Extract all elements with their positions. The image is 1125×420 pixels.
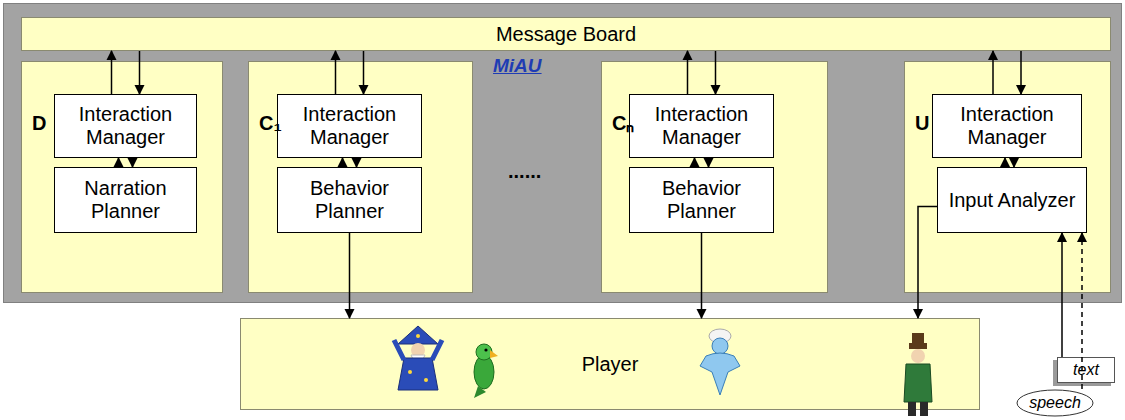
wizard-icon — [394, 326, 442, 390]
agent-box: UInteraction ManagerInput Analyzer — [904, 61, 1111, 293]
connector-arrow — [715, 51, 717, 94]
connector-arrow — [363, 51, 365, 94]
genie-icon — [700, 329, 740, 395]
connector-arrow — [356, 158, 358, 167]
connector-arrow — [1013, 158, 1015, 167]
process-box: Interaction Manager — [629, 94, 774, 158]
connector-arrow — [139, 51, 141, 94]
process-box: Interaction Manager — [932, 94, 1082, 158]
box-heading: D — [32, 112, 46, 135]
connector-arrow — [701, 233, 703, 318]
parrot-icon — [474, 344, 498, 398]
process-box: Behavior Planner — [277, 167, 422, 233]
agent-box: D Interaction ManagerNarration Planner — [21, 61, 223, 293]
connector-arrow — [349, 233, 351, 318]
agent-box: CₙInteraction ManagerBehavior Planner — [601, 61, 828, 293]
box-label: Interaction Manager — [933, 103, 1081, 149]
box-label: Input Analyzer — [949, 189, 1076, 212]
process-box: Behavior Planner — [629, 167, 774, 233]
connector-arrow — [1081, 233, 1083, 389]
connector-arrow — [687, 51, 689, 94]
box-label: Interaction Manager — [55, 103, 196, 149]
connector-arrow — [335, 51, 337, 94]
process-box: Interaction Manager — [54, 94, 197, 158]
connector-arrow — [1020, 51, 1022, 94]
box-label: Interaction Manager — [630, 103, 773, 149]
message-board: Message Board — [21, 17, 1111, 51]
ellipse-shape — [1017, 390, 1093, 416]
system-panel: MiAU Message BoardD Interaction ManagerNar… — [3, 3, 1122, 303]
process-box: Interaction Manager — [277, 94, 422, 158]
box-heading: C₁ — [259, 112, 282, 135]
connector-arrow — [918, 207, 937, 318]
agent-box: C₁Interaction ManagerBehavior Planner — [248, 61, 473, 293]
process-box: Input Analyzer — [937, 167, 1087, 233]
box-label: Behavior Planner — [278, 177, 421, 223]
connector-arrow — [111, 51, 113, 94]
connector-arrow — [132, 158, 134, 167]
box-label: text — [1073, 361, 1099, 379]
connector-arrow — [708, 158, 710, 167]
connector-arrow — [1004, 158, 1006, 167]
connector-arrow — [992, 51, 994, 94]
player-box: Player — [240, 318, 980, 410]
box-heading: MiAU — [493, 54, 542, 77]
box-label: Narration Planner — [55, 177, 196, 223]
text-input-box: text — [1057, 357, 1115, 383]
process-box: Narration Planner — [54, 167, 197, 233]
box-label: Player — [582, 353, 639, 376]
box-heading: U — [915, 112, 929, 135]
connector-arrow — [118, 158, 120, 167]
ellipsis-label: ...... — [508, 160, 541, 183]
box-label: Behavior Planner — [630, 177, 773, 223]
connector-arrow — [342, 158, 344, 167]
man-icon — [904, 333, 932, 416]
box-heading: Cₙ — [612, 112, 634, 135]
speech-ellipse: speech — [1016, 389, 1094, 417]
box-label: Interaction Manager — [278, 103, 421, 149]
box-label: Message Board — [496, 23, 636, 46]
connector-arrow — [1061, 233, 1063, 357]
box-label: speech — [1029, 394, 1081, 412]
connector-arrow — [694, 158, 696, 167]
